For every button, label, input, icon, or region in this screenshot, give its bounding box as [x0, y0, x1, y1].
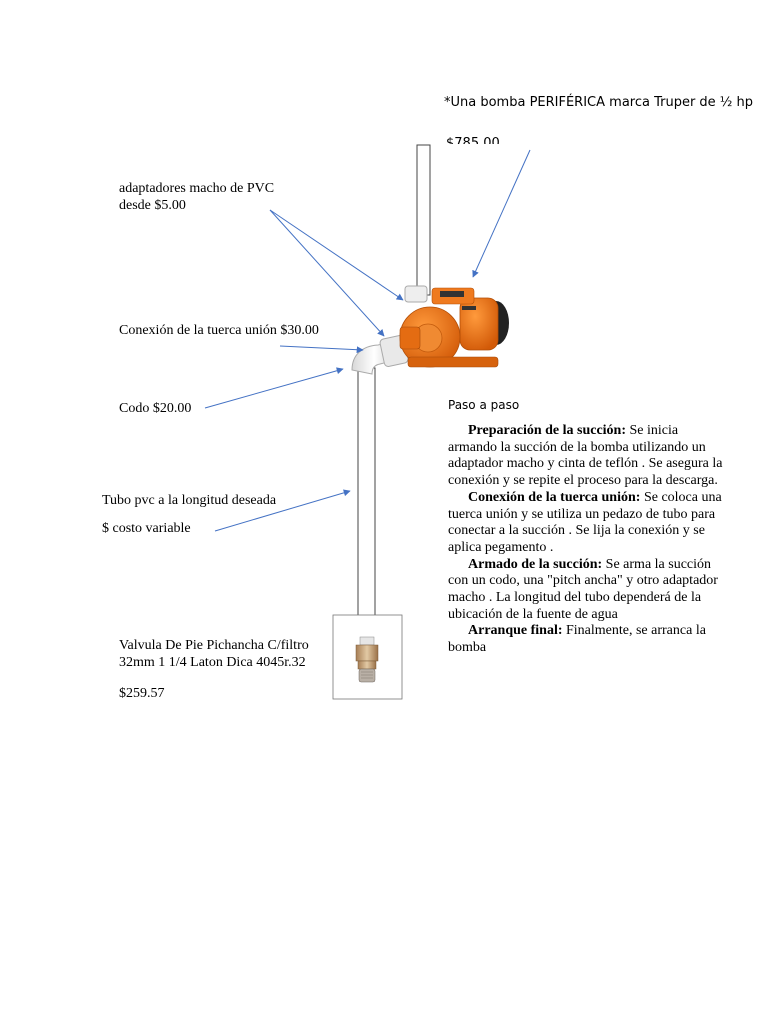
foot-valve-price: $259.57	[119, 686, 165, 701]
step-item: Preparación de la succión: Se inicia arm…	[448, 423, 724, 490]
arrow-adapter-bottom	[269, 209, 385, 337]
arrow-pump	[472, 149, 531, 278]
step-title: Conexión de la tuerca unión:	[468, 489, 641, 505]
arrow-elbow	[204, 367, 344, 409]
union-label: Conexión de la tuerca unión $30.00	[119, 323, 319, 338]
steps-list: Preparación de la succión: Se inicia arm…	[448, 423, 724, 657]
arrow-pipe	[214, 489, 351, 532]
step-text: Se inicia armando la succión de la bomba…	[448, 423, 723, 489]
step-item: Arranque final: Finalmente, se arranca l…	[448, 623, 724, 656]
step-title: Arranque final:	[468, 623, 563, 639]
pump-price: $785.00	[446, 136, 500, 144]
pipe-label: Tubo pvc a la longitud deseada	[102, 493, 277, 508]
step-text: Se coloca una tuerca unión y se utiliza …	[448, 489, 722, 555]
step-text: Se arma la succión con un codo, una "pit…	[448, 556, 718, 622]
pump-description: *Una bomba PERIFÉRICA marca Truper de ½ …	[444, 95, 754, 110]
adapters-label: adaptadores macho de PVC desde $5.00	[119, 181, 275, 213]
elbow-label: Codo $20.00	[119, 401, 192, 416]
step-title: Preparación de la succión:	[468, 423, 627, 438]
arrow-adapter-top	[269, 209, 404, 301]
arrow-union	[279, 345, 364, 354]
step-item: Conexión de la tuerca unión: Se coloca u…	[448, 490, 724, 557]
steps-heading: Paso a paso	[448, 398, 520, 412]
foot-valve-icon	[332, 614, 403, 700]
suction-pipe	[357, 367, 376, 639]
step-title: Armado de la succión:	[468, 556, 603, 572]
water-pump-icon	[399, 287, 509, 368]
step-item: Armado de la succión: Se arma la succión…	[448, 557, 724, 624]
foot-valve-label: Valvula De Pie Pichancha C/filtro 32mm 1…	[119, 638, 309, 670]
pipe-cost-label: $ costo variable	[102, 521, 191, 536]
discharge-pipe	[416, 144, 431, 296]
callout-arrows	[204, 149, 531, 532]
step-text: Finalmente, se arranca la bomba	[448, 623, 706, 656]
